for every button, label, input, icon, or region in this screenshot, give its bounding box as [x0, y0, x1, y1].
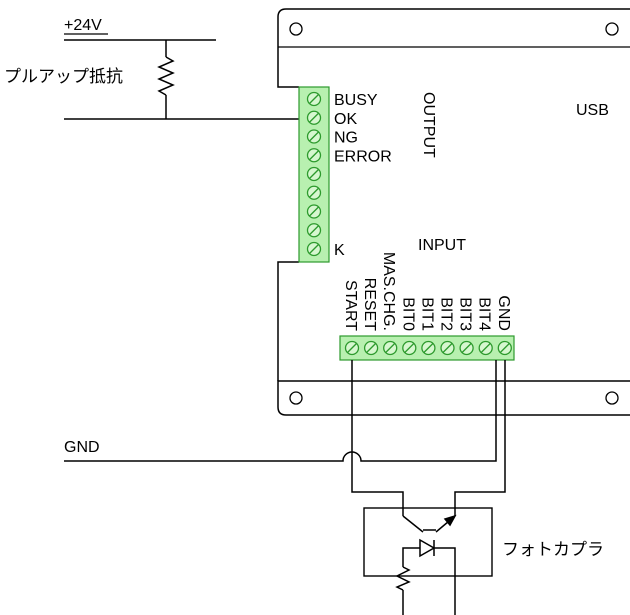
input-terminal-6-slot: [442, 343, 453, 353]
output-terminal-1-slot: [309, 94, 319, 104]
output-terminal-label: K: [334, 242, 345, 259]
output-terminal-7-slot: [309, 206, 319, 217]
output-terminal-label: BUSY: [334, 92, 378, 109]
input-terminal-7-slot: [461, 343, 472, 353]
optocoupler-box: [363, 507, 493, 577]
input-terminal-label: MAS.CHG.: [380, 252, 397, 331]
gnd-label: GND: [64, 439, 100, 456]
output-terminal-4-slot: [309, 150, 319, 161]
optocoupler-label: フォトカプラ: [502, 540, 604, 560]
input-terminal-label: GND: [495, 295, 512, 331]
input-terminal-9-slot: [499, 343, 510, 353]
input-terminal-label: BIT0: [399, 297, 416, 331]
controller-board: [277, 8, 630, 416]
mount-hole-bottom-right: [605, 391, 619, 405]
output-terminal-5-slot: [309, 169, 319, 179]
input-terminal-2-slot: [366, 343, 377, 353]
output-terminal-label: ERROR: [334, 148, 392, 165]
output-title: OUTPUT: [420, 92, 437, 158]
output-terminal-label: NG: [334, 130, 358, 147]
mount-hole-top-left: [289, 22, 303, 36]
output-terminal-6-slot: [309, 187, 319, 198]
gnd-wire: [64, 360, 497, 462]
output-terminal-2-slot: [309, 112, 319, 123]
phototransistor: [402, 514, 457, 533]
input-terminal-8-slot: [480, 343, 491, 353]
output-terminal-3-slot: [309, 131, 319, 142]
input-terminal-label: BIT4: [476, 297, 493, 331]
input-terminal-label: BIT1: [418, 297, 435, 331]
input-screws: [344, 340, 512, 356]
mount-hole-top-right: [605, 22, 619, 36]
return-wire: [454, 360, 506, 516]
output-terminal-8-slot: [309, 225, 319, 236]
mount-hole-bottom-left: [289, 391, 303, 405]
usb-label: USB: [576, 102, 609, 119]
input-terminal-label: RESET: [361, 278, 378, 332]
input-title: INPUT: [418, 237, 466, 254]
input-terminal-4-slot: [404, 343, 415, 353]
input-terminal-3-slot: [385, 343, 396, 353]
input-terminal-label: BIT2: [438, 297, 455, 331]
output-terminal-9-slot: [309, 244, 319, 254]
input-terminal-label: START: [342, 280, 359, 331]
input-terminal-label: BIT3: [457, 297, 474, 331]
output-screws: [306, 91, 322, 257]
pullup-resistor: [157, 40, 175, 119]
input-terminal-5-slot: [423, 343, 434, 353]
led: [395, 538, 456, 615]
output-terminal-label: OK: [334, 111, 357, 128]
pullup-label: プルアップ抵抗: [4, 67, 123, 87]
supply-voltage-label: +24V: [64, 17, 102, 34]
input-terminal-1-slot: [347, 343, 357, 353]
start-wire: [351, 360, 404, 516]
